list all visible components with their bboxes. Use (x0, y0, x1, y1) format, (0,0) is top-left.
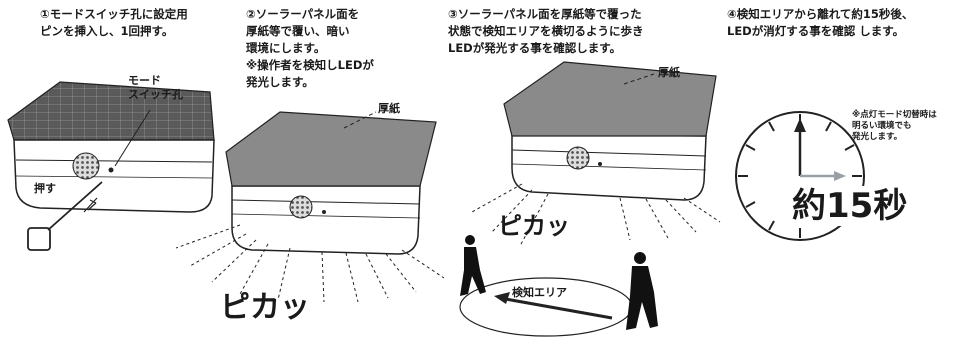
sensor-icon (289, 195, 313, 219)
light-rays-3 (471, 183, 721, 247)
cardboard-label-3: 厚紙 (658, 66, 680, 79)
push-label: 押す (34, 182, 56, 195)
flash-label-2: ピカッ (220, 290, 310, 325)
walker-left-icon (460, 235, 486, 296)
light-rays-2 (175, 224, 445, 303)
step-4-instruction: ④検知エリアから離れて約15秒後、 LEDが消灯する事を確認 します。 (727, 7, 914, 38)
walker-right-icon (626, 252, 658, 330)
walk-direction-arrow (499, 296, 613, 320)
device-2 (225, 111, 437, 255)
lighting-mode-note: ※点灯モード切替時は 明るい環境でも 発光します。 (852, 110, 937, 142)
mode-switch-label: モード スイッチ孔 (128, 74, 183, 101)
cardboard-label-2: 厚紙 (378, 102, 400, 115)
mode-switch-hole (108, 167, 114, 173)
step-1-instruction: ①モードスイッチ孔に設定用 ピンを挿入し、1回押す。 (40, 7, 188, 38)
detection-area-label: 検知エリア (512, 286, 567, 299)
cardboard-icon (503, 61, 717, 137)
step-3-instruction: ③ソーラーパネル面を厚紙等で覆った 状態で検知エリアを横切るように歩き LEDが… (448, 7, 644, 55)
flash-label-3: ピカッ (498, 212, 570, 240)
step-2-instruction: ②ソーラーパネル面を 厚紙等で覆い、暗い 環境にします。 ※操作者を検知しLED… (246, 7, 374, 89)
device-1 (7, 81, 215, 213)
duration-label: 約15秒 (790, 186, 910, 226)
cardboard-icon (225, 111, 437, 187)
device-3 (503, 61, 717, 201)
setting-pin-icon (27, 181, 103, 251)
sensor-icon (72, 152, 100, 180)
sensor-icon (566, 146, 590, 170)
